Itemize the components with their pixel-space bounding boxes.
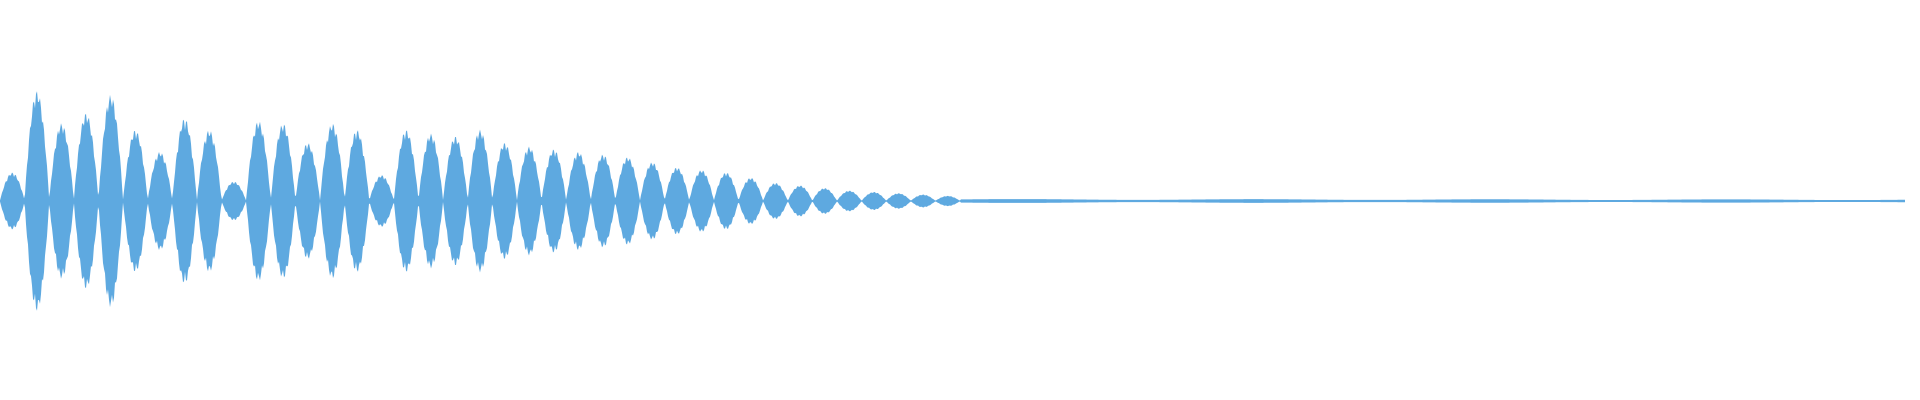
waveform-shape bbox=[0, 91, 1905, 311]
